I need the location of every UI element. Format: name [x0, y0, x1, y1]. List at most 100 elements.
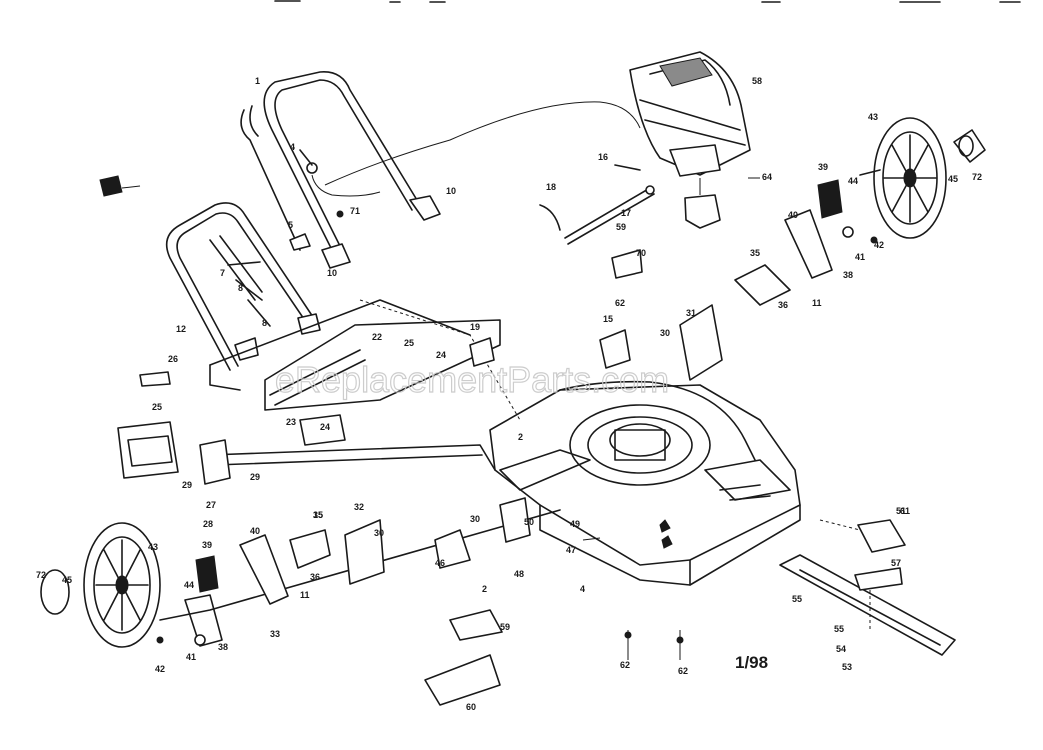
mower-deck: [489, 380, 801, 586]
throttle-rod: [539, 164, 655, 245]
part-callout-43-2: 43: [868, 112, 878, 122]
part-callout-35-2: 35: [750, 248, 760, 258]
part-callout-17: 17: [621, 208, 631, 218]
part-callout-30: 30: [470, 514, 480, 524]
part-callout-47: 47: [566, 545, 576, 555]
part-callout-7: 7: [220, 268, 225, 278]
engine: [629, 51, 760, 229]
part-callout-29: 29: [250, 472, 260, 482]
part-callout-5: 5: [288, 220, 293, 230]
part-callout-10: 10: [446, 186, 456, 196]
part-callout-40: 40: [250, 526, 260, 536]
part-callout-15-2: 15: [603, 314, 613, 324]
part-callout-44-2: 44: [848, 176, 858, 186]
part-callout-46: 46: [435, 558, 445, 568]
part-callout-60: 60: [466, 702, 476, 712]
part-callout-51: 51: [896, 506, 906, 516]
part-callout-71: 71: [350, 206, 360, 216]
part-callout-57: 57: [891, 558, 901, 568]
rear-wheel-left: [40, 522, 161, 648]
part-callout-24: 24: [436, 350, 446, 360]
part-callout-43: 43: [148, 542, 158, 552]
part-callout-12: 12: [176, 324, 186, 334]
part-callout-59-2: 59: [616, 222, 626, 232]
part-callout-23: 23: [286, 417, 296, 427]
part-callout-32: 32: [354, 502, 364, 512]
blade-assembly: [779, 519, 956, 656]
front-height-adjuster: [679, 169, 881, 381]
part-callout-18: 18: [546, 182, 556, 192]
part-callout-55: 55: [834, 624, 844, 634]
part-callout-59: 59: [500, 622, 510, 632]
part-callout-2: 2: [482, 584, 487, 594]
part-callout-25-2: 25: [404, 338, 414, 348]
part-callout-72: 72: [36, 570, 46, 580]
top-edge-marks: [274, 0, 1021, 3]
rear-height-adjuster: [184, 519, 385, 647]
front-wheel-right: [873, 117, 986, 239]
part-callout-2-2: 2: [518, 432, 523, 442]
watermark: eReplacementParts.com: [275, 359, 669, 400]
part-callout-16: 16: [598, 152, 608, 162]
misc-parts: [117, 236, 878, 706]
part-callout-55-2: 55: [792, 594, 802, 604]
part-callout-48: 48: [514, 569, 524, 579]
part-callout-15: 15: [313, 510, 323, 520]
part-callout-28: 28: [203, 519, 213, 529]
part-callout-62-3: 62: [615, 298, 625, 308]
part-callout-30-3: 30: [374, 528, 384, 538]
part-callout-30-2: 30: [660, 328, 670, 338]
part-callout-33: 33: [270, 629, 280, 639]
part-callout-50: 50: [524, 517, 534, 527]
part-callout-38: 38: [218, 642, 228, 652]
part-callout-40-2: 40: [788, 210, 798, 220]
part-callout-24-2: 24: [320, 422, 330, 432]
part-callout-45-2: 45: [948, 174, 958, 184]
part-callouts: 1224457881010111112151516171819222324242…: [36, 76, 982, 712]
part-callout-38-2: 38: [843, 270, 853, 280]
part-callout-62-2: 62: [620, 660, 630, 670]
part-callout-54: 54: [836, 644, 846, 654]
part-callout-39: 39: [202, 540, 212, 550]
handle-hardware: [99, 149, 344, 327]
part-callout-58: 58: [752, 76, 762, 86]
part-callout-11-2: 11: [812, 298, 822, 308]
part-callout-8: 8: [262, 318, 267, 328]
part-callout-49: 49: [570, 519, 580, 529]
control-cable: [311, 101, 641, 197]
part-callout-22: 22: [372, 332, 382, 342]
part-callout-19: 19: [470, 322, 480, 332]
part-callout-29-2: 29: [182, 480, 192, 490]
part-callout-4-2: 4: [290, 142, 295, 152]
part-callout-70: 70: [636, 248, 646, 258]
part-callout-27: 27: [206, 500, 216, 510]
date-code: 1/98: [735, 653, 768, 672]
part-callout-36: 36: [310, 572, 320, 582]
part-callout-62: 62: [678, 666, 688, 676]
part-callout-11: 11: [300, 590, 310, 600]
lower-handle: [165, 202, 321, 371]
part-callout-1: 1: [255, 76, 260, 86]
part-callout-8-2: 8: [238, 283, 243, 293]
part-callout-64: 64: [762, 172, 772, 182]
part-callout-42: 42: [155, 664, 165, 674]
part-callout-41-2: 41: [855, 252, 865, 262]
part-callout-44: 44: [184, 580, 194, 590]
part-callout-26: 26: [168, 354, 178, 364]
part-callout-25: 25: [152, 402, 162, 412]
rear-shield: [209, 299, 521, 421]
part-callout-41: 41: [186, 652, 196, 662]
part-callout-39-2: 39: [818, 162, 828, 172]
upper-handle: [240, 71, 441, 269]
part-callout-10-2: 10: [327, 268, 337, 278]
part-callout-4: 4: [580, 584, 585, 594]
part-callout-53: 53: [842, 662, 852, 672]
part-callout-31: 31: [686, 308, 696, 318]
part-callout-45: 45: [62, 575, 72, 585]
part-callout-36-2: 36: [778, 300, 788, 310]
part-callout-61: 61: [900, 506, 910, 516]
part-callout-35: 35: [313, 510, 323, 520]
part-callout-72-2: 72: [972, 172, 982, 182]
part-callout-42-2: 42: [874, 240, 884, 250]
